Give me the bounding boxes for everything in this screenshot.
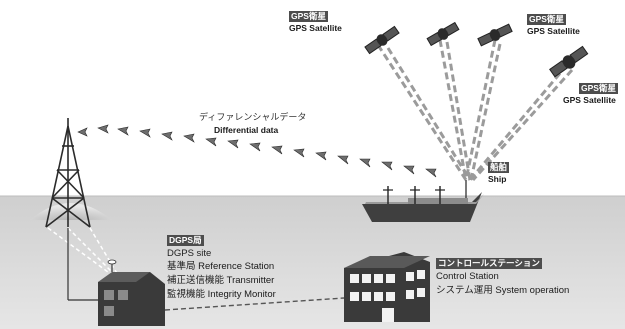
gps-satellite-icon	[364, 25, 400, 55]
gps-satellite-icon	[477, 23, 513, 47]
gps-satellite-icon	[426, 21, 460, 47]
satellite-beams	[376, 39, 574, 182]
transmitter-en: Transmitter	[226, 275, 275, 286]
ship-label-en: Ship	[488, 174, 507, 184]
dgps-site-building	[98, 259, 165, 326]
reference-station-label: 基準局 Reference Station	[167, 262, 274, 272]
control-station-building	[344, 252, 430, 322]
satellite-label-en: GPS Satellite	[527, 26, 580, 36]
system-operation-jp: システム運用	[436, 285, 493, 296]
ship-icon	[362, 180, 484, 222]
ship-label-jp: 船舶	[488, 162, 510, 173]
transmitter-label: 補正送信機能 Transmitter	[167, 276, 274, 286]
satellite-label-en: GPS Satellite	[563, 95, 616, 105]
differential-data-label-en: Differential data	[214, 125, 279, 135]
tower-site-links	[47, 227, 119, 276]
gps-satellite-icon	[549, 45, 589, 78]
dgps-site-label-jp: DGPS局	[167, 235, 204, 246]
reference-station-jp: 基準局	[167, 261, 196, 272]
integrity-monitor-en: Integrity Monitor	[207, 289, 276, 300]
dgps-site-label-en: DGPS site	[167, 248, 212, 259]
site-control-link	[164, 297, 345, 311]
satellite-label-jp: GPS衛星	[289, 11, 328, 22]
satellite-label-jp: GPS衛星	[527, 14, 566, 25]
differential-data-label-jp: ディファレンシャルデータ	[199, 112, 307, 122]
system-operation-en: System operation	[495, 285, 570, 296]
satellite-label-jp: GPS衛星	[579, 83, 618, 94]
control-station-label-jp: コントロールステーション	[436, 258, 542, 269]
integrity-monitor-label: 監視機能 Integrity Monitor	[167, 290, 276, 300]
transmission-tower-icon	[45, 118, 91, 228]
integrity-monitor-jp: 監視機能	[167, 289, 206, 300]
reference-station-en: Reference Station	[198, 261, 275, 272]
differential-data-arrows	[77, 124, 437, 178]
satellite-label-en: GPS Satellite	[289, 23, 342, 33]
system-operation-label: システム運用 System operation	[436, 286, 569, 296]
transmitter-jp: 補正送信機能	[167, 275, 225, 286]
control-station-label-en: Control Station	[436, 271, 499, 282]
